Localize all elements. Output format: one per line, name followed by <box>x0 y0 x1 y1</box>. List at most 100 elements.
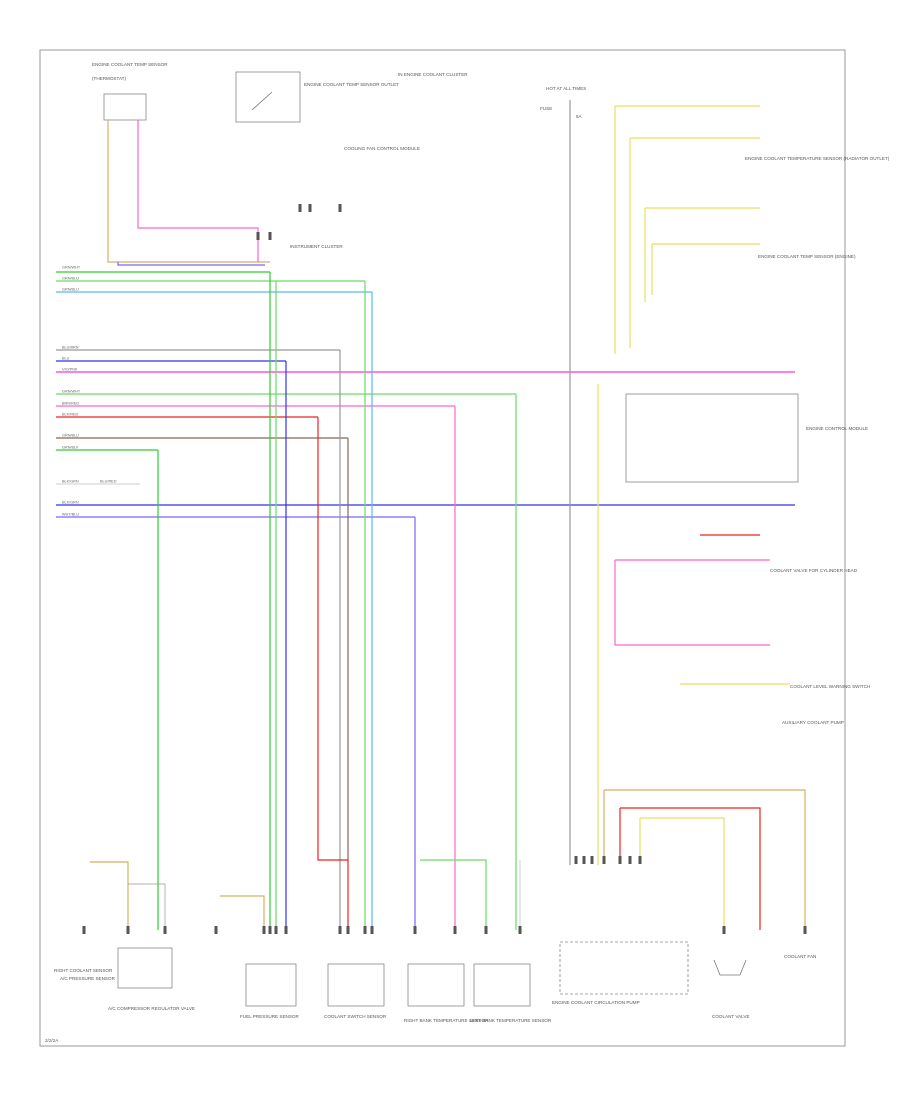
svg-text:ENGINE COOLANT CIRCULATION PUM: ENGINE COOLANT CIRCULATION PUMP <box>552 1000 640 1005</box>
coolant-circ-pump: AUXILIARY COOLANT PUMP <box>782 720 844 725</box>
conn-bottom-22 <box>638 856 642 864</box>
conn-bottom-7 <box>284 926 288 934</box>
svg-text:RIGHT COOLANT SENSOR: RIGHT COOLANT SENSOR <box>54 968 113 973</box>
wire-tan-r1 <box>604 789 806 930</box>
bottom-9: RIGHT COOLANT SENSOR <box>54 968 113 973</box>
svg-text:ENGINE COOLANT TEMPERATURE SEN: ENGINE COOLANT TEMPERATURE SENSOR (RADIA… <box>745 156 890 161</box>
wire-label: BLU/BRN <box>62 346 79 350</box>
wire-label: BLU <box>62 357 70 361</box>
bottom-components: A/C COMPRESSOR REGULATOR VALVE A/C PRESS… <box>54 941 816 1023</box>
wire-tan-1 <box>107 120 270 263</box>
svg-text:AUXILIARY COOLANT PUMP: AUXILIARY COOLANT PUMP <box>782 720 844 725</box>
conn-4 <box>308 204 312 212</box>
wires <box>56 100 807 934</box>
conn-bottom-3 <box>214 926 218 934</box>
bottom-2: FUEL PRESSURE SENSOR <box>240 963 299 1019</box>
engine-control-module: ENGINE CONTROL MODULE <box>625 393 868 483</box>
svg-text:(THERMOSTAT): (THERMOSTAT) <box>92 76 126 81</box>
wire-labels: GRN/WHT GRN/BLU GRN/BLU BLU/BRN BLU VIO/PNK GR… <box>62 266 117 517</box>
wire-label: BRN/RED <box>62 402 79 406</box>
conn-bottom-20 <box>618 856 622 864</box>
cooling-fan-relay: COOLING FAN CONTROL MODULE <box>344 146 420 151</box>
wire-pink-1 <box>137 120 259 262</box>
instrument-panel: INSTRUMENT CLUSTER <box>290 244 343 249</box>
svg-text:COOLANT VALVE FOR CYLINDER HEA: COOLANT VALVE FOR CYLINDER HEAD <box>770 568 858 573</box>
coolant-temp-sensor-2: ENGINE COOLANT TEMP SENSOR OUTLET IN ENG… <box>235 71 468 123</box>
wire-label: VIO/PNK <box>62 368 78 372</box>
svg-text:ENGINE COOLANT TEMP SENSOR OUT: ENGINE COOLANT TEMP SENSOR OUTLET <box>304 82 399 87</box>
wire-label: BLK/RED <box>62 413 79 417</box>
conn-bottom-17 <box>582 856 586 864</box>
svg-text:IN ENGINE COOLANT CLUSTER: IN ENGINE COOLANT CLUSTER <box>398 72 468 77</box>
wire-label: GRN/BLU <box>62 288 79 292</box>
wire-label: GRN/BLK <box>62 446 79 450</box>
svg-text:COOLING FAN CONTROL MODULE: COOLING FAN CONTROL MODULE <box>344 146 420 151</box>
bottom-7: COOLANT VALVE <box>712 959 750 1019</box>
svg-text:LEFT BANK TEMPERATURE SENSOR: LEFT BANK TEMPERATURE SENSOR <box>470 1018 552 1023</box>
svg-text:COOLANT FAN: COOLANT FAN <box>784 954 816 959</box>
svg-text:ENGINE COOLANT TEMP SENSOR (EN: ENGINE COOLANT TEMP SENSOR (ENGINE) <box>758 254 856 259</box>
wire-label: GRN/WHT <box>62 266 81 270</box>
conn-bottom-15 <box>518 926 522 934</box>
hot-at-all-times: HOT AT ALL TIMES FUSE 5A <box>540 86 586 119</box>
bottom-5: LEFT BANK TEMPERATURE SENSOR <box>470 963 552 1023</box>
svg-text:FUSE: FUSE <box>540 106 552 111</box>
conn-3 <box>298 204 302 212</box>
conn-bottom-2 <box>163 926 167 934</box>
wire-label: BLK/GRN <box>62 501 79 505</box>
wire-label: GRN/WHT <box>62 390 81 394</box>
conn-1 <box>256 232 260 240</box>
svg-text:COOLANT SWITCH SENSOR: COOLANT SWITCH SENSOR <box>324 1014 387 1019</box>
wire-label: BLK/GRN <box>62 480 79 484</box>
bottom-4: RIGHT BANK TEMPERATURE SENSOR <box>404 963 489 1023</box>
conn-2 <box>268 232 272 240</box>
svg-text:FUEL PRESSURE SENSOR: FUEL PRESSURE SENSOR <box>240 1014 299 1019</box>
bottom-3: COOLANT SWITCH SENSOR <box>324 963 387 1019</box>
svg-text:A/C COMPRESSOR REGULATOR VALVE: A/C COMPRESSOR REGULATOR VALVE <box>108 1006 195 1011</box>
svg-text:RIGHT BANK TEMPERATURE SENSOR: RIGHT BANK TEMPERATURE SENSOR <box>404 1018 489 1023</box>
conn-bottom-8 <box>338 926 342 934</box>
conn-bottom-13 <box>453 926 457 934</box>
conn-bottom-5 <box>268 926 272 934</box>
conn-bottom-24 <box>803 926 807 934</box>
conn-bottom-1 <box>126 926 130 934</box>
gray-c <box>128 883 166 930</box>
conn-5 <box>338 204 342 212</box>
conn-bottom-6 <box>274 926 278 934</box>
right-module: ENGINE COOLANT TEMP SENSOR (ENGINE) <box>758 254 856 259</box>
svg-text:ENGINE CONTROL MODULE: ENGINE CONTROL MODULE <box>806 426 868 431</box>
bottom-6: ENGINE COOLANT CIRCULATION PUMP <box>552 941 689 1005</box>
wire-yellow-r10 <box>640 817 725 930</box>
svg-text:HOT AT ALL TIMES: HOT AT ALL TIMES <box>546 86 586 91</box>
top-sensor: ENGINE COOLANT TEMP SENSOR (THERMOSTAT) <box>92 62 168 121</box>
wire-label: GRN/BLU <box>62 434 79 438</box>
cooling-water-valve: COOLANT VALVE FOR CYLINDER HEAD <box>770 568 858 573</box>
svg-text:A/C PRESSURE SENSOR: A/C PRESSURE SENSOR <box>60 976 116 981</box>
conn-bottom-18 <box>590 856 594 864</box>
bottom-8: COOLANT FAN <box>784 954 816 959</box>
bottom-1: A/C COMPRESSOR REGULATOR VALVE A/C PRESS… <box>60 947 195 1011</box>
right-sensor-1: ENGINE COOLANT TEMPERATURE SENSOR (RADIA… <box>745 156 890 161</box>
wire-pink-r2 <box>614 560 770 646</box>
svg-text:INSTRUMENT CLUSTER: INSTRUMENT CLUSTER <box>290 244 343 249</box>
conn-bottom-9 <box>346 926 350 934</box>
drop-red-1 <box>317 417 349 930</box>
wire-red-r2 <box>620 807 761 930</box>
svg-text:COOLANT VALVE: COOLANT VALVE <box>712 1014 750 1019</box>
conn-bottom-10 <box>363 926 367 934</box>
drop-lg-4 <box>420 859 487 930</box>
svg-text:COOLANT LEVEL WARNING SWITCH: COOLANT LEVEL WARNING SWITCH <box>790 684 870 689</box>
diagram-frame <box>39 49 846 1047</box>
wire-label: WHT/BLU <box>62 513 79 517</box>
tan-b <box>220 895 265 930</box>
coolant-level-sensor: COOLANT LEVEL WARNING SWITCH <box>790 684 870 689</box>
conn-bottom-0 <box>82 926 86 934</box>
page-label: 2/2/2A <box>45 1038 59 1043</box>
wire-label: BLU/RED <box>100 480 117 484</box>
conn-bottom-4 <box>262 926 266 934</box>
conn-bottom-12 <box>413 926 417 934</box>
wire-label: GRN/BLU <box>62 277 79 281</box>
svg-text:ENGINE COOLANT TEMP SENSOR: ENGINE COOLANT TEMP SENSOR <box>92 62 168 67</box>
conn-bottom-21 <box>628 856 632 864</box>
